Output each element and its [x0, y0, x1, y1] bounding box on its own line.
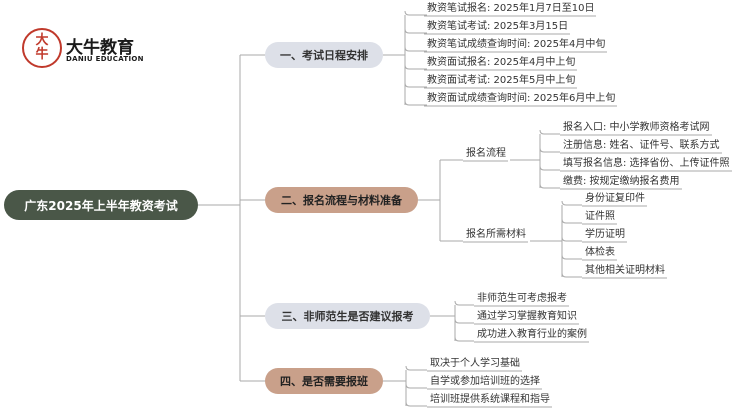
leaf-item: 成功进入教育行业的案例	[477, 329, 587, 340]
section-training: 四、是否需要报班	[265, 368, 383, 394]
group-label: 报名所需材料	[466, 229, 526, 240]
leaf-item: 缴费: 按规定缴纳报名费用	[563, 176, 680, 187]
leaf-item: 培训班提供系统课程和指导	[430, 394, 550, 405]
connector-line	[561, 218, 582, 224]
connector-line	[404, 28, 427, 34]
connector-line	[404, 10, 427, 16]
daniu-logo: 大牛 大牛教育 DANIU EDUCATION	[22, 28, 144, 72]
leaf-item: 报名入口: 中小学教师资格考试网	[563, 122, 710, 133]
leaf-item: 教资笔试报名: 2025年1月7日至10日	[427, 3, 595, 14]
leaf-item: 取决于个人学习基础	[430, 358, 520, 369]
logo-name: 大牛教育	[66, 38, 134, 58]
leaf-item: 通过学习掌握教育知识	[477, 311, 577, 322]
leaf-item: 填写报名信息: 选择省份、上传证件照	[563, 158, 730, 169]
leaf-item: 教资笔试考试: 2025年3月15日	[427, 21, 569, 32]
leaf-item: 非师范生可考虑报考	[477, 293, 567, 304]
connector-line	[404, 100, 427, 106]
connector-line	[405, 401, 427, 407]
root-node: 广东2025年上半年教资考试	[4, 190, 198, 220]
connector-line	[561, 236, 582, 242]
leaf-item: 教资面试成绩查询时间: 2025年6月中上旬	[427, 93, 616, 104]
connector-line	[454, 318, 474, 324]
leaf-item: 学历证明	[585, 229, 625, 240]
leaf-item: 注册信息: 姓名、证件号、联系方式	[563, 140, 720, 151]
leaf-item: 教资面试报名: 2025年4月中上旬	[427, 57, 576, 68]
group-label: 报名流程	[466, 148, 506, 159]
connector-line	[539, 147, 560, 153]
leaf-item: 证件照	[585, 211, 615, 222]
leaf-item: 体检表	[585, 247, 615, 258]
connector-line	[539, 165, 560, 171]
section-schedule: 一、考试日程安排	[265, 42, 383, 68]
leaf-item: 教资面试考试: 2025年5月中上旬	[427, 75, 576, 86]
connector-line	[404, 46, 427, 52]
section-registration: 二、报名流程与材料准备	[265, 187, 418, 213]
connector-line	[405, 365, 427, 371]
leaf-item: 其他相关证明材料	[585, 265, 665, 276]
leaf-item: 身份证复印件	[585, 193, 645, 204]
section-non-normal: 三、非师范生是否建议报考	[265, 303, 430, 329]
connector-line	[404, 64, 427, 70]
connector-line	[405, 383, 427, 389]
connector-line	[561, 254, 582, 260]
connector-line	[539, 129, 560, 135]
connector-line	[561, 272, 582, 278]
connector-line	[454, 336, 474, 342]
connector-line	[539, 183, 560, 189]
logo-seal-icon: 大牛	[22, 28, 62, 68]
leaf-item: 自学或参加培训班的选择	[430, 376, 540, 387]
connector-line	[561, 200, 582, 206]
logo-english: DANIU EDUCATION	[66, 55, 144, 63]
connector-line	[454, 300, 474, 306]
connector-line	[404, 82, 427, 88]
leaf-item: 教资笔试成绩查询时间: 2025年4月中旬	[427, 39, 606, 50]
